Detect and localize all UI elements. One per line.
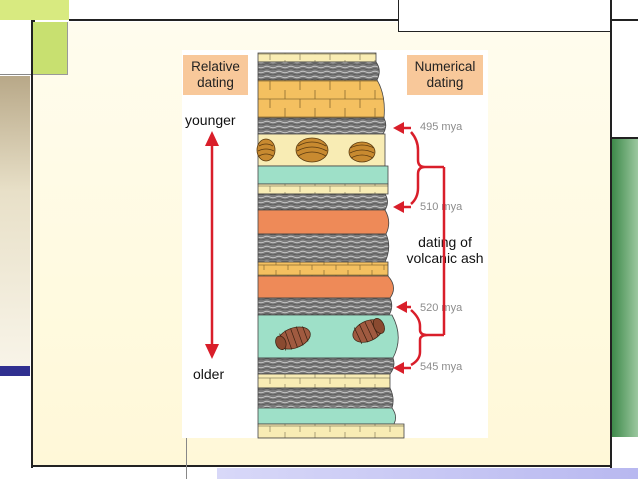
- layer-volcanic-ash-1: [257, 209, 390, 235]
- right-green-panel: [612, 139, 638, 437]
- layer-limestone-3: [257, 373, 391, 389]
- rock-column: [257, 52, 405, 439]
- trilobite-1: [275, 326, 311, 351]
- top-left-square: [0, 0, 69, 20]
- shell-fossil-1: [256, 138, 276, 162]
- numerical-dating-label: Numerical dating: [407, 55, 483, 95]
- top-bar-line: [69, 19, 638, 21]
- trilobite-2: [352, 318, 385, 344]
- right-frame-line: [610, 0, 612, 468]
- layer-fossil-green-2: [257, 407, 396, 425]
- layer-sandstone-2: [257, 261, 389, 277]
- bottom-tick: [186, 438, 187, 479]
- right-panel-line: [612, 137, 638, 139]
- top-left-frame: [0, 20, 35, 75]
- shell-fossil-3: [348, 141, 376, 163]
- bottom-frame-line: [31, 465, 611, 467]
- bracket-lower: [410, 309, 429, 367]
- layer-top-limestone: [257, 52, 377, 63]
- shell-fossils: [256, 137, 376, 163]
- older-label: older: [193, 366, 225, 382]
- layer-limestone-2: [257, 183, 389, 195]
- tan-stripe: [0, 76, 30, 366]
- trilobite-fossils: [275, 318, 385, 351]
- left-frame-line: [31, 20, 33, 468]
- layer-sandstone-1: [257, 79, 385, 119]
- relative-age-arrow: [205, 131, 219, 359]
- dating-arrows: [393, 122, 446, 374]
- layer-shale-7: [257, 387, 394, 409]
- layer-shale-4: [257, 233, 390, 263]
- layer-shale-2: [257, 117, 387, 135]
- layer-shale-6: [257, 357, 395, 375]
- top-right-box: [398, 0, 612, 32]
- age-label-545: 545 mya: [420, 361, 463, 373]
- bottom-gradient-bar: [217, 468, 638, 479]
- younger-label: younger: [185, 112, 236, 128]
- age-label-510: 510 mya: [420, 201, 463, 213]
- bracket-upper: [410, 131, 426, 205]
- age-label-495: 495 mya: [420, 121, 463, 133]
- layer-shale-5: [257, 297, 393, 316]
- relative-dating-label: Relative dating: [183, 55, 248, 95]
- layer-fossil-green-1: [257, 165, 389, 185]
- layer-shale-3: [257, 193, 388, 211]
- shell-fossil-2: [295, 137, 329, 163]
- age-label-520: 520 mya: [420, 302, 463, 314]
- blue-marker: [0, 366, 30, 376]
- green-square: [33, 22, 68, 75]
- layer-shale-1: [257, 61, 380, 81]
- layer-volcanic-ash-2: [257, 275, 394, 299]
- layer-bottom-limestone: [257, 423, 405, 439]
